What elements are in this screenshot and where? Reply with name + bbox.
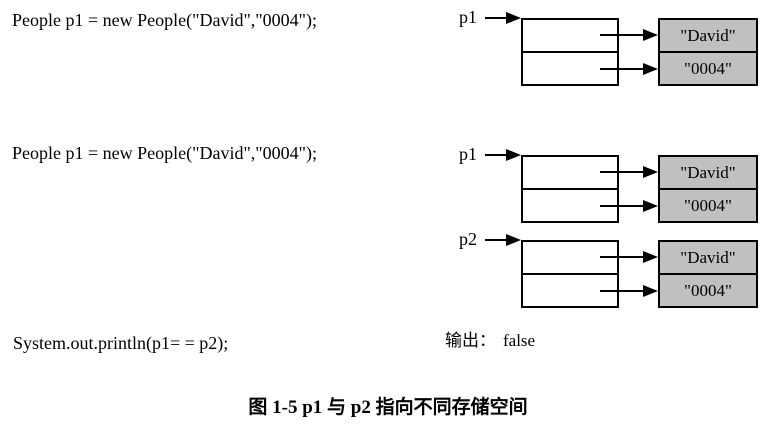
value-cell-name: "David" (660, 242, 756, 275)
value-box: "David" "0004" (658, 18, 758, 86)
memory-diagram-3: p2 "David" "0004" (459, 229, 759, 310)
value-box: "David" "0004" (658, 155, 758, 223)
code-line-2: People p1 = new People("David","0004"); (12, 143, 317, 163)
field-arrow-icon (600, 29, 658, 41)
pointer-arrow-icon (485, 234, 521, 246)
field-arrow-icon (600, 166, 658, 178)
object-box (521, 240, 619, 308)
pointer-label-p1: p1 (459, 144, 477, 164)
code-line-1: People p1 = new People("David","0004"); (12, 10, 317, 30)
object-box-divider (523, 188, 617, 190)
value-cell-name: "David" (660, 157, 756, 190)
object-box-divider (523, 51, 617, 53)
value-cell-id: "0004" (684, 59, 732, 78)
pointer-label-p1: p1 (459, 7, 477, 27)
field-arrow-icon (600, 63, 658, 75)
field-arrow-icon (600, 200, 658, 212)
pointer-arrow-icon (485, 12, 521, 24)
output-value: false (503, 331, 536, 350)
value-cell-name: "David" (660, 20, 756, 53)
value-box: "David" "0004" (658, 240, 758, 308)
output-label: 输出： (445, 331, 496, 350)
object-box (521, 155, 619, 223)
field-arrow-icon (600, 251, 658, 263)
value-cell-id: "0004" (684, 196, 732, 215)
memory-diagram-1: p1 "David" "0004" (459, 7, 759, 88)
figure-caption: 图 1-5 p1 与 p2 指向不同存储空间 (248, 397, 528, 418)
output-line: 输出： false (445, 330, 535, 352)
memory-diagram-2: p1 "David" "0004" (459, 144, 759, 225)
value-cell-id: "0004" (684, 281, 732, 300)
field-arrow-icon (600, 285, 658, 297)
object-box (521, 18, 619, 86)
code-line-3: System.out.println(p1= = p2); (13, 333, 229, 353)
object-box-divider (523, 273, 617, 275)
pointer-arrow-icon (485, 149, 521, 161)
pointer-label-p2: p2 (459, 229, 477, 249)
